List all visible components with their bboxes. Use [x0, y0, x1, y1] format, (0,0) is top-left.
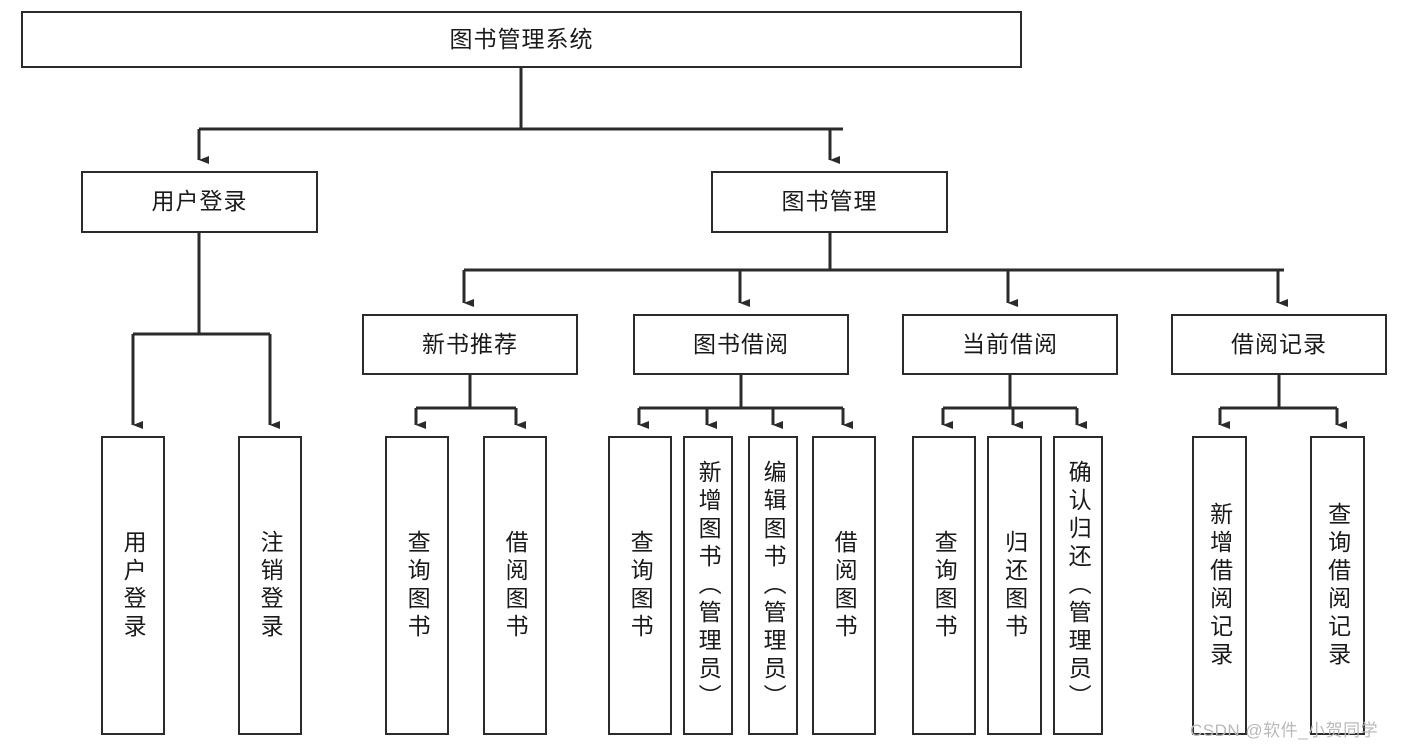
node-root-label: 图书管理系统 — [449, 25, 594, 52]
node-leaf-user-login[interactable]: 用户登录 — [101, 436, 165, 735]
node-leaf-query-book-1[interactable]: 查询图书 — [385, 436, 449, 735]
node-leaf-logout[interactable]: 注销登录 — [238, 436, 302, 735]
node-leaf-user-login-label: 用户登录 — [120, 529, 147, 642]
node-user-login-label: 用户登录 — [151, 188, 248, 215]
node-user-login[interactable]: 用户登录 — [81, 171, 318, 233]
node-current-borrow-label: 当前借阅 — [962, 330, 1058, 357]
node-leaf-confirm-return-label: 确认归还（管理员） — [1065, 459, 1092, 712]
node-leaf-query-book-3-label: 查询图书 — [931, 529, 958, 642]
node-leaf-borrow-book-1-label: 借阅图书 — [502, 529, 529, 642]
node-leaf-query-book-2-label: 查询图书 — [627, 529, 654, 642]
node-book-borrow[interactable]: 图书借阅 — [633, 314, 849, 375]
node-leaf-add-record[interactable]: 新增借阅记录 — [1192, 436, 1247, 735]
node-leaf-query-book-1-label: 查询图书 — [404, 529, 431, 642]
node-leaf-logout-label: 注销登录 — [257, 529, 284, 642]
node-book-manage[interactable]: 图书管理 — [711, 171, 948, 233]
csdn-watermark: CSDN @软件_小贺同学 — [1190, 721, 1379, 740]
node-leaf-add-record-label: 新增借阅记录 — [1206, 501, 1233, 670]
node-leaf-confirm-return[interactable]: 确认归还（管理员） — [1053, 436, 1103, 735]
node-leaf-query-book-2[interactable]: 查询图书 — [608, 436, 672, 735]
node-new-book-rec[interactable]: 新书推荐 — [362, 314, 578, 375]
node-leaf-borrow-book-2[interactable]: 借阅图书 — [812, 436, 876, 735]
node-current-borrow[interactable]: 当前借阅 — [902, 314, 1118, 375]
node-leaf-add-book-label: 新增图书（管理员） — [695, 459, 722, 712]
node-leaf-edit-book-label: 编辑图书（管理员） — [760, 459, 787, 712]
node-leaf-borrow-book-1[interactable]: 借阅图书 — [483, 436, 547, 735]
node-leaf-edit-book[interactable]: 编辑图书（管理员） — [748, 436, 798, 735]
node-book-borrow-label: 图书借阅 — [693, 330, 789, 357]
node-book-manage-label: 图书管理 — [781, 188, 878, 215]
node-leaf-query-book-3[interactable]: 查询图书 — [912, 436, 976, 735]
node-borrow-record[interactable]: 借阅记录 — [1171, 314, 1387, 375]
node-leaf-borrow-book-2-label: 借阅图书 — [831, 529, 858, 642]
node-new-book-rec-label: 新书推荐 — [422, 330, 518, 357]
node-borrow-record-label: 借阅记录 — [1231, 330, 1327, 357]
node-leaf-query-record-label: 查询借阅记录 — [1324, 501, 1351, 670]
node-leaf-return-book[interactable]: 归还图书 — [987, 436, 1042, 735]
node-leaf-return-book-label: 归还图书 — [1001, 529, 1028, 642]
node-root[interactable]: 图书管理系统 — [21, 11, 1022, 68]
node-leaf-add-book[interactable]: 新增图书（管理员） — [683, 436, 733, 735]
node-leaf-query-record[interactable]: 查询借阅记录 — [1310, 436, 1365, 735]
